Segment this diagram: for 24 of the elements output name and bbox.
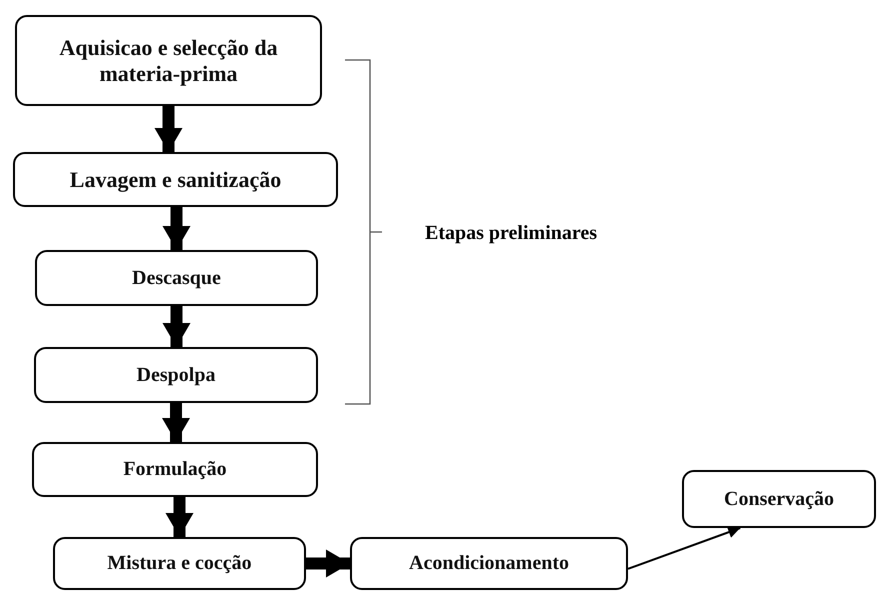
step-label: Formulação xyxy=(123,458,227,481)
step-label: Acondicionamento xyxy=(409,552,569,575)
step-label: Conservação xyxy=(724,488,834,510)
process-box xyxy=(32,442,318,497)
process-box xyxy=(350,537,628,590)
process-box xyxy=(35,250,318,306)
step-label: Mistura e cocção xyxy=(107,552,252,575)
step-label: Aquisicao e selecção da materia-prima xyxy=(58,35,279,86)
arrow xyxy=(154,106,182,152)
arrow xyxy=(628,526,741,570)
arrow xyxy=(162,403,190,442)
arrow xyxy=(306,550,350,578)
arrow xyxy=(166,497,194,537)
process-box xyxy=(682,470,876,528)
arrow xyxy=(162,207,190,250)
process-box xyxy=(15,15,322,106)
step-label: Despolpa xyxy=(136,364,216,386)
arrow xyxy=(162,306,190,347)
step-label: Lavagem e sanitização xyxy=(70,166,282,192)
step-label: Descasque xyxy=(132,266,221,290)
process-box xyxy=(53,537,306,590)
group-label: Etapas preliminares xyxy=(425,222,598,245)
process-box xyxy=(13,152,338,207)
process-box xyxy=(34,347,318,403)
